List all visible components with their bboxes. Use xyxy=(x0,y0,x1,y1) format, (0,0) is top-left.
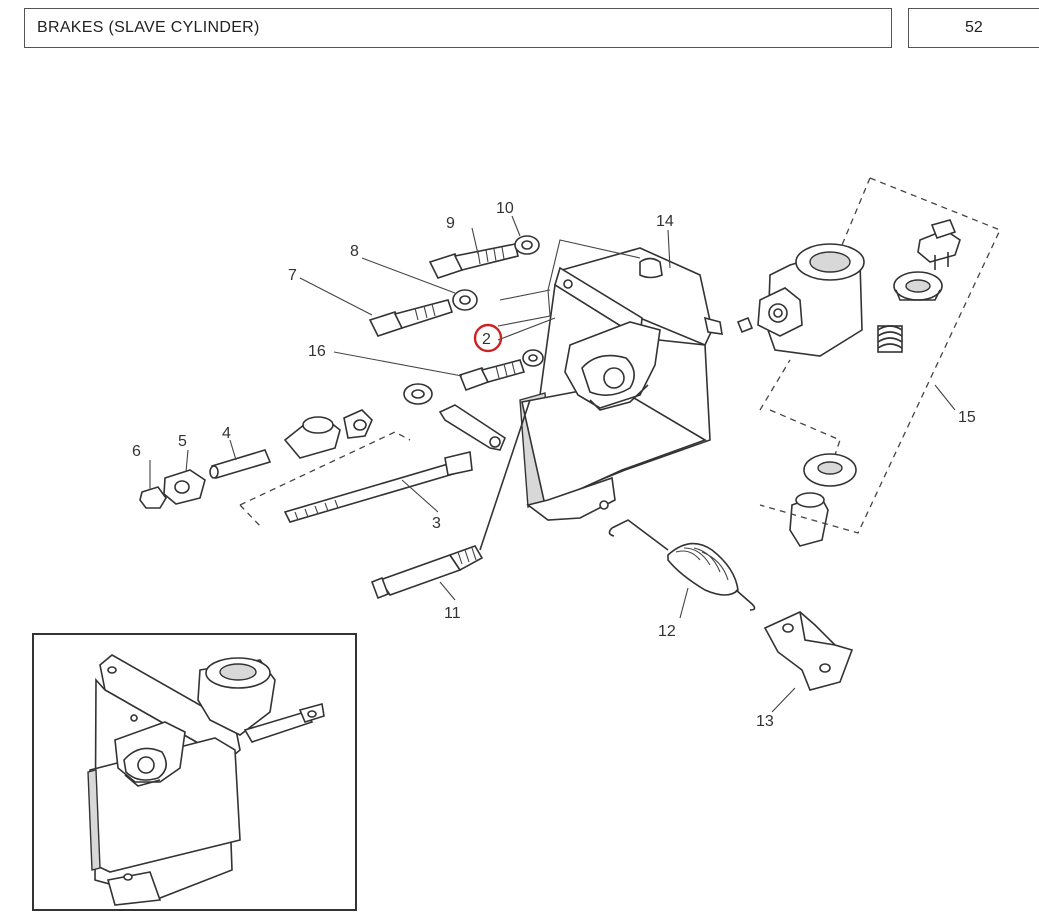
kit-bracket-line xyxy=(759,177,1001,534)
clip-washer xyxy=(403,383,433,405)
dust-boot xyxy=(803,453,857,487)
bracket-13 xyxy=(763,611,854,691)
callout-5: 5 xyxy=(178,433,187,450)
callout-11: 11 xyxy=(444,605,461,622)
callout-8: 8 xyxy=(350,243,359,260)
header-page-box: 52 xyxy=(908,8,1039,48)
callout-10: 10 xyxy=(496,200,514,217)
mounting-bracket xyxy=(519,247,723,521)
callout-9: 9 xyxy=(446,215,455,232)
washer-8 xyxy=(452,289,478,311)
callout-4: 4 xyxy=(222,425,231,442)
bolt-7 xyxy=(368,299,454,337)
push-rod xyxy=(283,451,473,523)
cylinder-piston xyxy=(789,492,829,547)
nut-6 xyxy=(139,486,167,509)
callout-labels: 2 3 4 5 6 7 8 9 10 11 12 13 14 15 16 xyxy=(132,200,976,730)
callout-16: 16 xyxy=(308,343,326,360)
adjuster-rod xyxy=(370,545,484,600)
callout-13: 13 xyxy=(756,713,774,730)
washer-16 xyxy=(522,349,544,367)
callout-7: 7 xyxy=(288,267,297,284)
piston-seal xyxy=(893,271,943,301)
inset-assembled-view xyxy=(87,654,325,906)
slave-cylinder xyxy=(736,243,865,357)
bleed-screw xyxy=(917,219,961,270)
nut-5 xyxy=(163,469,206,505)
pin-4 xyxy=(209,449,272,479)
callout-15: 15 xyxy=(958,409,976,426)
header-title-box: BRAKES (SLAVE CYLINDER) xyxy=(24,8,892,48)
return-spring xyxy=(608,519,756,611)
highlight-circle xyxy=(473,323,503,353)
page-title: BRAKES (SLAVE CYLINDER) xyxy=(37,19,260,36)
bolt-16 xyxy=(458,359,526,392)
callout-6: 6 xyxy=(132,443,141,460)
page-number: 52 xyxy=(965,19,983,36)
callout-3: 3 xyxy=(432,515,441,532)
leader-lines xyxy=(149,215,956,713)
callout-12: 12 xyxy=(658,623,676,640)
clevis-fork xyxy=(283,409,373,459)
clevis-link xyxy=(438,404,506,451)
cylinder-spring xyxy=(877,325,903,353)
callout-14: 14 xyxy=(656,213,674,230)
bolt-9 xyxy=(428,243,519,279)
inset-frame xyxy=(32,633,357,911)
callout-2: 2 xyxy=(482,331,491,348)
washer-10 xyxy=(514,235,540,255)
